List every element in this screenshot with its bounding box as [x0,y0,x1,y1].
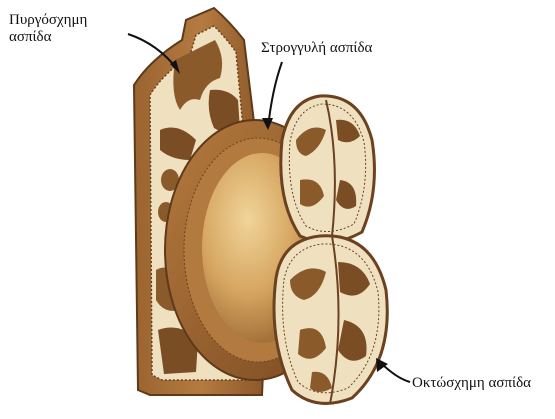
tower-shield-label-line1: Πυργόσχημη [9,12,87,29]
tower-shield-label-line2: ασπίδα [9,29,87,46]
figure-eight-shield [274,96,387,404]
tower-shield-label: Πυργόσχημη ασπίδα [9,12,87,46]
figure-eight-shield-pointer-head [376,358,388,372]
round-shield-label: Στρογγυλή ασπίδα [261,40,372,57]
figure-eight-shield-label: Οκτώσχημη ασπίδα [412,375,531,392]
